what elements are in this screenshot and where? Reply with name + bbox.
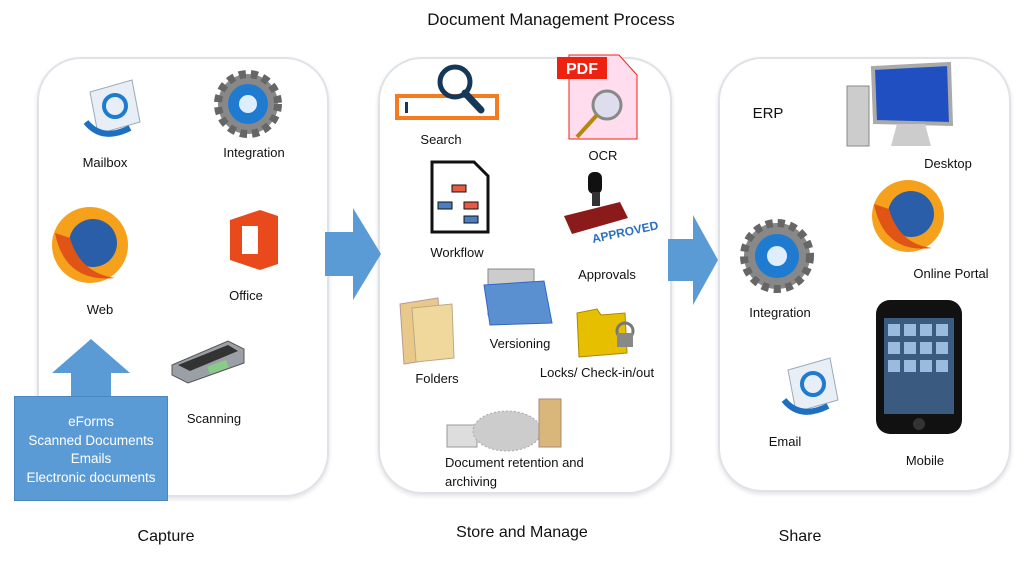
source-item: eForms <box>68 414 114 429</box>
stage-share: Share <box>778 528 822 545</box>
label-search: Search <box>420 132 462 147</box>
approved-stamp-icon: APPROVED <box>564 172 660 246</box>
firefox-icon <box>872 180 944 252</box>
source-item: Scanned Documents <box>28 432 154 448</box>
label-ocr: OCR <box>588 148 618 163</box>
versioning-folder-icon <box>483 268 553 326</box>
label-versioning: Versioning <box>489 336 551 351</box>
label-locks: Locks/ Check-in/out <box>539 365 655 380</box>
label-mailbox: Mailbox <box>82 155 128 170</box>
stage-store: Store and Manage <box>456 524 588 541</box>
source-item: Emails <box>70 451 112 466</box>
archive-icon <box>446 398 562 452</box>
source-item: Electronic documents <box>26 469 156 485</box>
label-retention-line: Document retention and <box>445 455 584 470</box>
scanner-icon <box>171 340 245 384</box>
label-workflow: Workflow <box>430 245 484 260</box>
gear-icon <box>214 70 282 138</box>
label-erp: ERP <box>752 105 784 122</box>
flow-arrow-icon <box>668 215 718 305</box>
desktop-icon <box>846 61 954 147</box>
capture-sources-box: eForms Scanned Documents Emails Electron… <box>14 396 168 501</box>
pdf-ocr-icon: PDF <box>557 54 638 140</box>
folders-icon <box>399 297 455 365</box>
label-desktop: Desktop <box>924 156 972 171</box>
email-icon <box>781 357 839 415</box>
locked-folder-icon <box>576 308 635 358</box>
mailbox-icon <box>83 79 141 137</box>
label-office: Office <box>229 288 263 303</box>
label-mobile: Mobile <box>905 453 945 468</box>
label-integration: Integration <box>749 305 811 320</box>
label-folders: Folders <box>415 371 459 386</box>
up-arrow-icon <box>52 339 130 397</box>
label-email: Email <box>768 434 802 449</box>
label-integration: Integration <box>223 145 285 160</box>
label-retention-line: archiving <box>445 474 498 489</box>
firefox-icon <box>52 207 128 283</box>
mobile-icon <box>876 300 962 434</box>
label-web: Web <box>86 302 114 317</box>
search-icon <box>395 64 499 120</box>
stage-capture: Capture <box>137 528 195 545</box>
label-approvals: Approvals <box>578 267 636 282</box>
diagram-title: Document Management Process <box>427 10 675 29</box>
label-online-portal: Online Portal <box>913 266 989 281</box>
pdf-badge: PDF <box>566 61 598 78</box>
office-icon <box>230 210 278 270</box>
workflow-icon <box>430 160 490 234</box>
flow-arrow-icon <box>325 208 381 300</box>
gear-icon <box>740 219 814 293</box>
label-scanning: Scanning <box>186 411 242 426</box>
label-retention: Document retention and archiving <box>445 453 584 491</box>
